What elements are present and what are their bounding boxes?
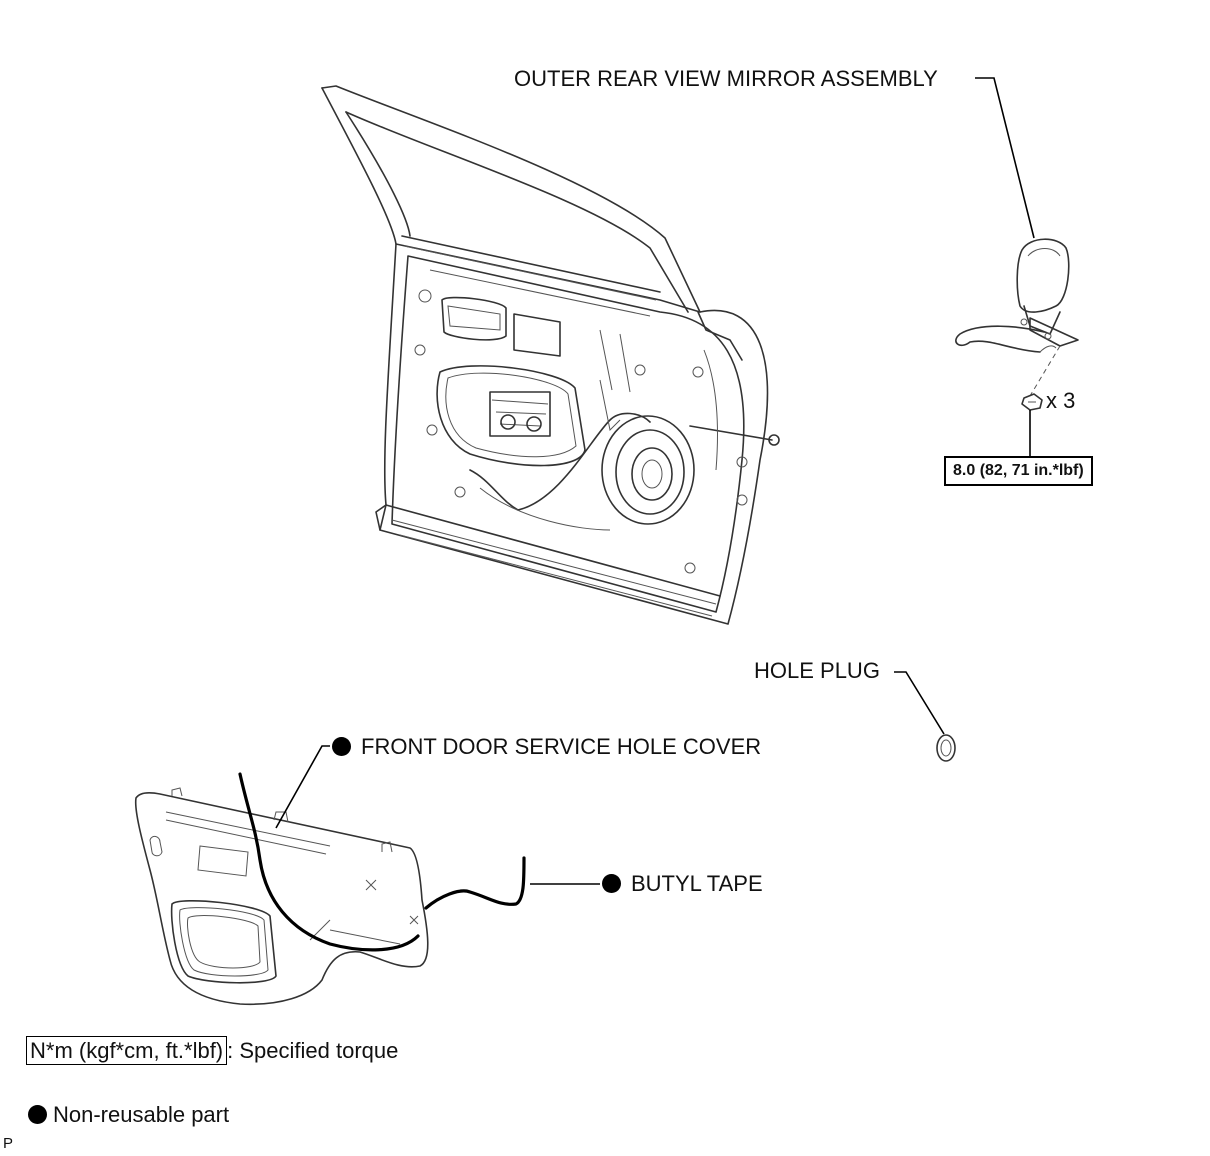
non-reusable-mark-icon — [602, 874, 621, 893]
label-outer-rear-view-mirror: OUTER REAR VIEW MIRROR ASSEMBLY — [514, 66, 938, 91]
label-bolt-quantity: x 3 — [1046, 388, 1076, 413]
non-reusable-mark-icon — [332, 737, 351, 756]
hole-plug — [936, 734, 956, 762]
installation-guide-line — [1029, 345, 1061, 397]
service-hole-cover — [134, 787, 429, 1006]
non-reusable-mark-icon — [28, 1105, 47, 1124]
label-butyl-tape: BUTYL TAPE — [602, 873, 763, 895]
mounting-nut — [1021, 393, 1043, 411]
front-door-panel — [321, 85, 780, 625]
butyl-tape-strip — [424, 856, 526, 910]
label-hole-plug: HOLE PLUG — [754, 658, 880, 683]
legend-non-reusable-text: Non-reusable part — [53, 1102, 230, 1127]
mirror-leader-line — [975, 77, 1035, 239]
legend-torque-units: N*m (kgf*cm, ft.*lbf) — [26, 1036, 228, 1065]
torque-value-box: 8.0 (82, 71 in.*lbf) — [944, 456, 1093, 486]
butyl-tape-text: BUTYL TAPE — [631, 871, 763, 896]
hole-plug-leader-line — [894, 671, 945, 735]
outer-rear-view-mirror — [955, 238, 1079, 353]
wire-harness — [238, 772, 420, 952]
legend-non-reusable: Non-reusable part — [28, 1104, 229, 1126]
label-service-hole-cover: FRONT DOOR SERVICE HOLE COVER — [332, 736, 761, 758]
service-cover-leader-line — [275, 745, 330, 829]
corner-mark: P — [3, 1135, 14, 1152]
service-hole-cover-text: FRONT DOOR SERVICE HOLE COVER — [361, 734, 762, 759]
legend-specified-torque: N*m (kgf*cm, ft.*lbf): Specified torque — [26, 1036, 399, 1065]
legend-torque-description: : Specified torque — [227, 1038, 399, 1063]
